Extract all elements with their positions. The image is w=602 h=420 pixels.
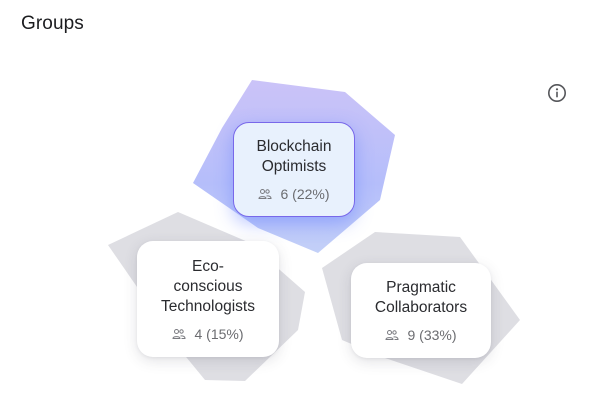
info-button[interactable] [547,83,567,103]
people-icon [258,189,272,199]
group-count: 6 (22%) [280,186,330,202]
page-title: Groups [21,13,84,34]
group-stats: 4 (15%) [172,325,244,342]
group-name-line: Blockchain [256,138,332,155]
group-name-line: Eco- [192,257,224,275]
group-count: 4 (15%) [194,325,244,342]
group-card-blockchain-optimists[interactable]: Blockchain Optimists 6 (22%) [233,122,355,217]
group-name: Blockchain Optimists [257,137,332,177]
people-icon [385,330,399,340]
group-name-line: Optimists [261,158,327,175]
group-stats: 6 (22%) [258,186,330,202]
group-count: 9 (33%) [407,327,457,343]
group-name-line: Technologists [161,297,255,315]
group-card-eco-conscious-technologists[interactable]: Eco- conscious Technologists 4 (15%) [137,241,279,357]
group-name: Eco- conscious Technologists [161,257,255,317]
group-name: Pragmatic Collaborators [375,278,467,318]
group-name-line: Collaborators [374,299,468,316]
people-icon [172,328,186,339]
group-name-line: conscious [173,277,243,295]
info-icon [548,84,566,102]
group-stats: 9 (33%) [385,327,457,343]
group-name-line: Pragmatic [386,279,456,296]
group-card-pragmatic-collaborators[interactable]: Pragmatic Collaborators 9 (33%) [351,263,491,358]
